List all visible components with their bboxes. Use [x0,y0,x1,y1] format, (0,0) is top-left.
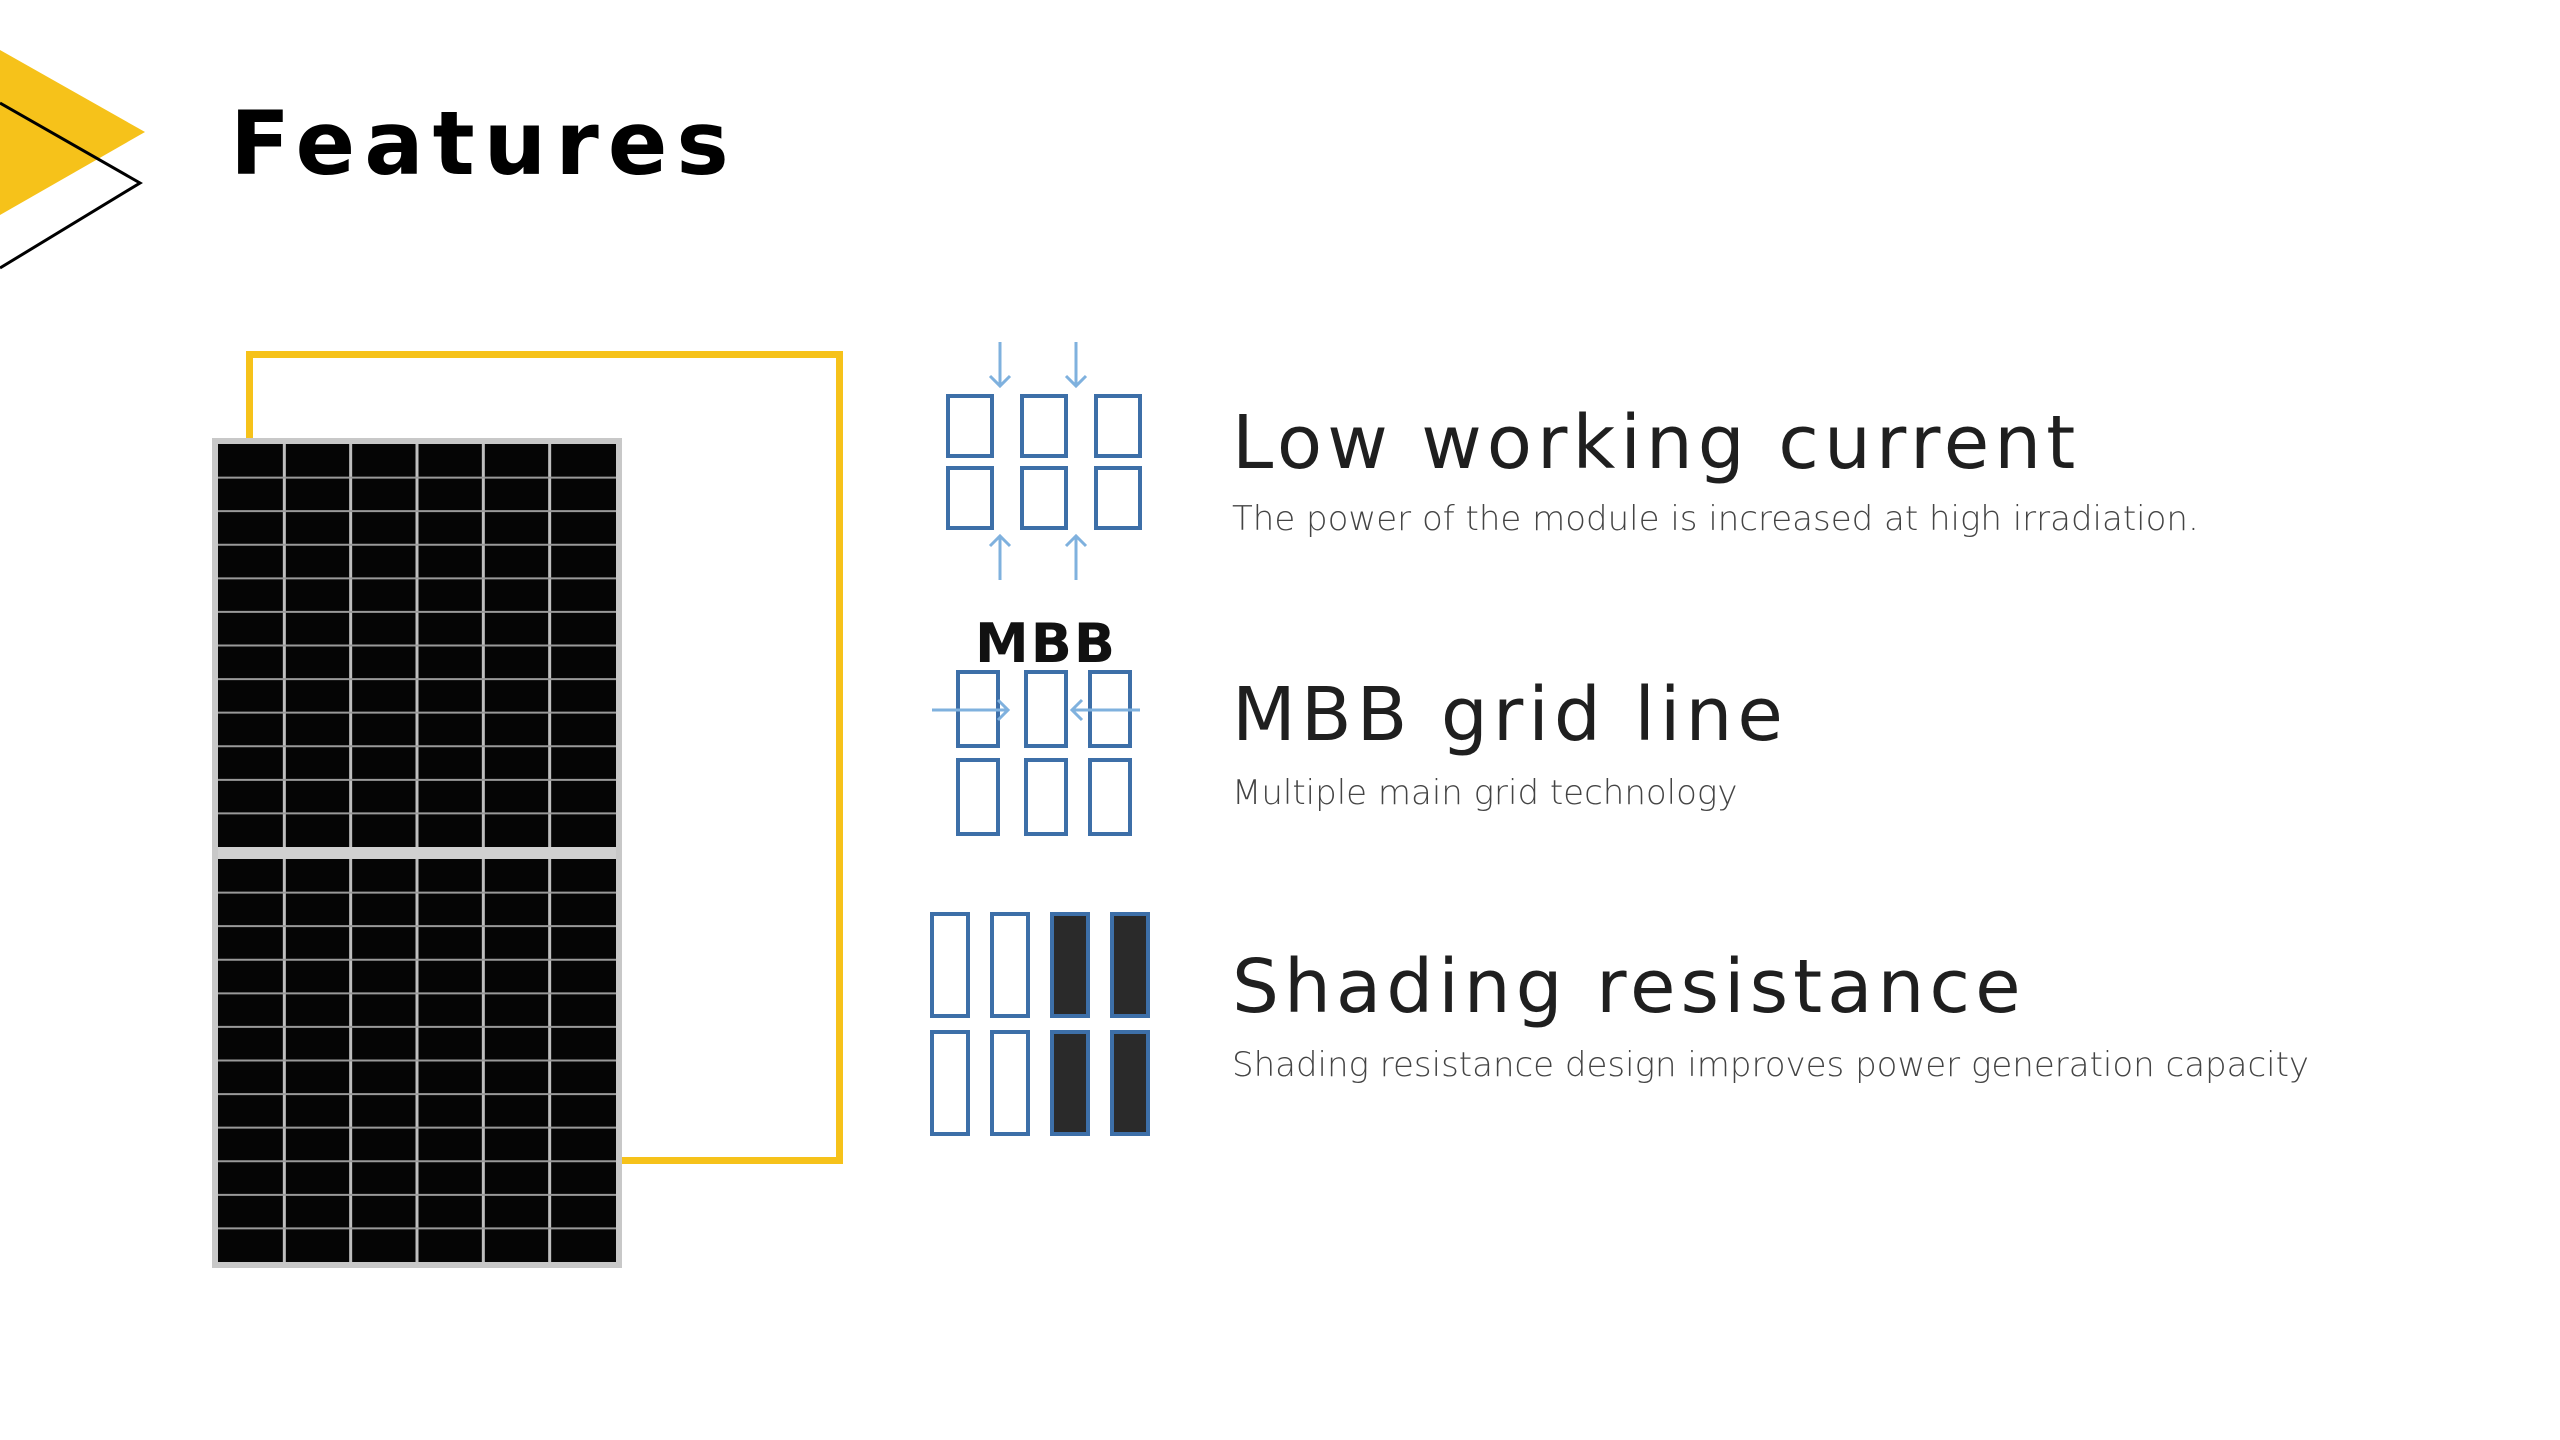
feature-desc-mbb-grid-line: Multiple main grid technology [1232,773,1738,813]
feature-title-low-working-current: Low working current [1232,400,2081,486]
page-title: Features [230,92,738,195]
corner-chevron-decoration [0,50,145,270]
shading-cells-icon [930,912,1150,1136]
feature-desc-low-working-current: The power of the module is increased at … [1232,499,2199,539]
solar-panel-image [212,438,622,1268]
low-current-cells-icon [946,342,1142,580]
svg-text:MBB: MBB [975,612,1117,675]
mbb-grid-icon: MBB [932,612,1140,836]
feature-desc-shading-resistance: Shading resistance design improves power… [1232,1045,2310,1085]
feature-title-shading-resistance: Shading resistance [1232,944,2026,1030]
feature-title-mbb-grid-line: MBB grid line [1232,672,1788,758]
